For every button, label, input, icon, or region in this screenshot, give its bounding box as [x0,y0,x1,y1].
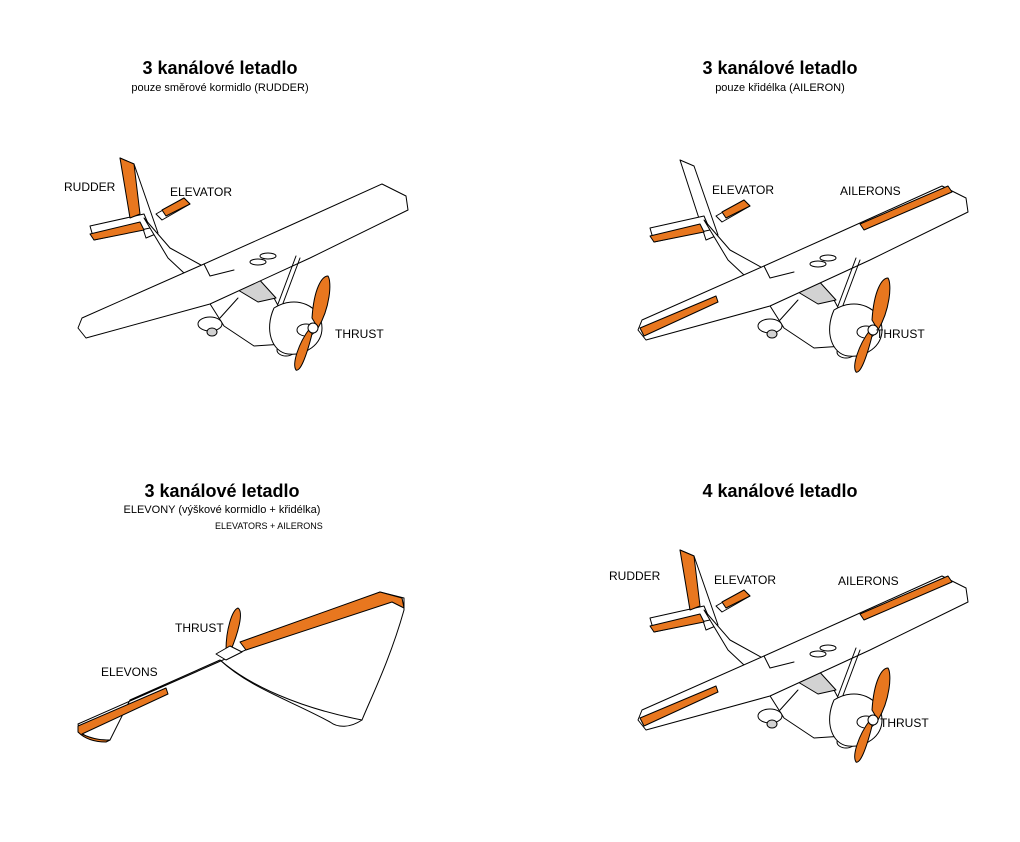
panel-subtitle: pouze směrové kormidlo (RUDDER) [131,82,309,94]
panel-subtitle-secondary: ELEVATORS + AILERONS [215,521,323,531]
elevon-surface-right [239,591,405,651]
label-rudder: RUDDER [609,569,661,583]
aileron-surface-left [639,295,719,337]
panel-subtitle: pouze křidélka (AILERON) [715,82,845,94]
label-thrust: THRUST [335,327,384,341]
elevator-surface-left [649,613,705,633]
label-ailerons: AILERONS [838,574,899,588]
panel-title: 3 kanálové letadlo [142,58,298,78]
label-elevator: ELEVATOR [714,573,777,587]
label-thrust: THRUST [175,621,224,635]
plane-diagram-rudder [77,157,409,371]
elevator-surface-right [161,197,191,217]
elevator-surface-left [649,223,705,243]
panel-3ch-rudder: 3 kanálové letadlo pouze směrové kormidl… [0,0,510,420]
panel-subtitle: ELEVONY (výškové kormidlo + křidélka) [123,504,321,516]
panel-3ch-aileron: 3 kanálové letadlo pouze křidélka (AILER… [510,0,1020,420]
rudder-surface [679,549,701,611]
elevator-surface-left [89,221,145,241]
plane-diagram-4ch [637,549,969,763]
panel-3ch-elevons: 3 kanálové letadlo ELEVONY (výškové korm… [0,420,510,842]
label-rudder: RUDDER [64,180,116,194]
elevator-surface-right [721,589,751,609]
elevon-surface-left [77,687,169,743]
panel-4ch: 4 kanálové letadlo RUDDER ELEVATOR AILER… [510,420,1020,842]
propeller [225,607,241,653]
panel-title: 3 kanálové letadlo [144,481,300,501]
aileron-surface-right [859,185,953,231]
panel-title: 3 kanálové letadlo [702,58,858,78]
label-thrust: THRUST [876,327,925,341]
label-elevator: ELEVATOR [170,185,233,199]
rudder-surface [119,157,141,219]
label-elevator: ELEVATOR [712,183,775,197]
label-thrust: THRUST [880,716,929,730]
label-elevons: ELEVONS [101,665,158,679]
label-ailerons: AILERONS [840,184,901,198]
elevator-surface-right [721,199,751,219]
flying-wing-diagram [77,591,405,743]
plane-diagram-aileron [637,159,969,373]
aileron-surface-left [639,685,719,727]
panel-title: 4 kanálové letadlo [702,481,858,501]
aileron-surface-right [859,575,953,621]
